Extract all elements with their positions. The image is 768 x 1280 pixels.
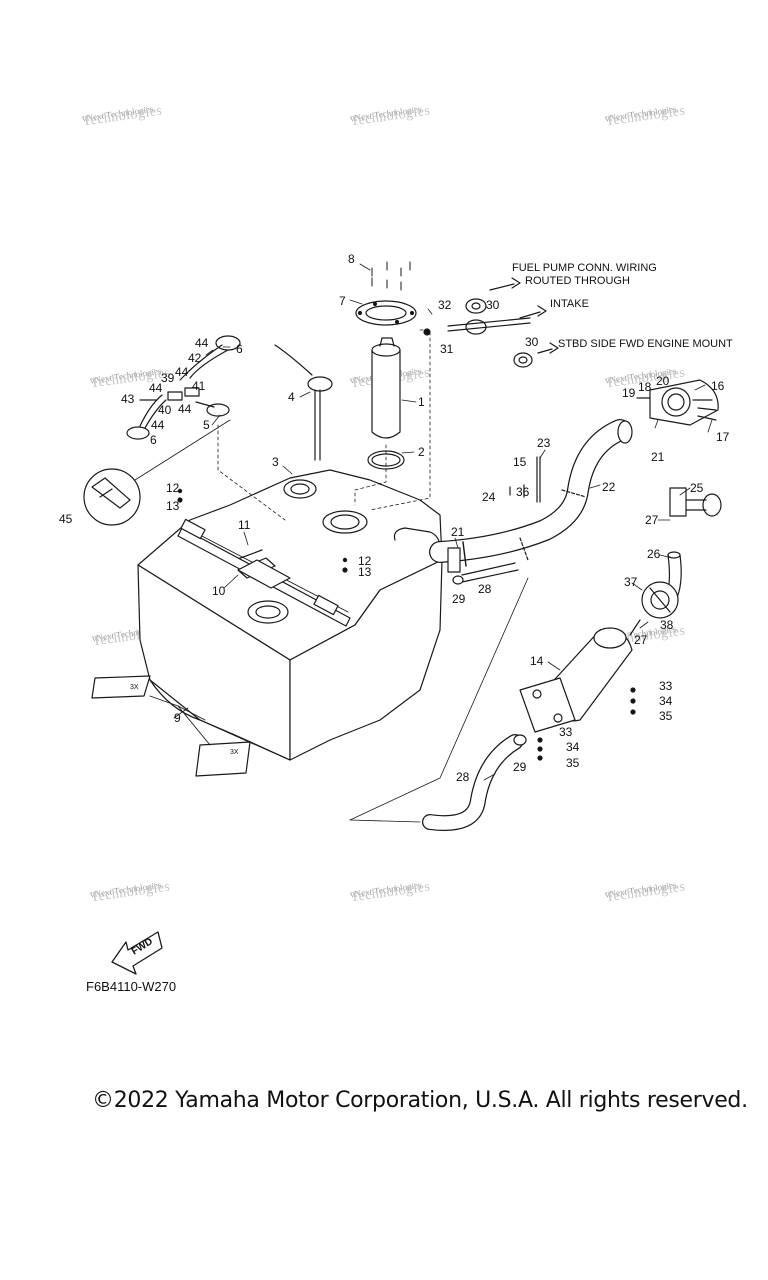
callout-40: 40 [158, 403, 172, 417]
leader-lines [173, 263, 713, 781]
clamp-and-hose [447, 547, 519, 585]
tank-straps [177, 518, 351, 627]
fuel-sender [274, 344, 333, 461]
pad-multiplier: 3X [230, 749, 239, 756]
callout-37: 37 [624, 575, 638, 589]
dashed-leaders [217, 329, 431, 521]
note-wiring: FUEL PUMP CONN. WIRING [512, 262, 657, 274]
callout-28: 28 [478, 582, 492, 596]
callout-32: 32 [438, 298, 452, 312]
callout-9: 9 [174, 711, 181, 725]
callout-5: 5 [203, 418, 210, 432]
callout-27: 27 [634, 633, 648, 647]
callout-15: 15 [513, 455, 527, 469]
callout-44: 44 [195, 336, 209, 350]
note-intake: INTAKE [550, 298, 589, 310]
callout-1: 1 [418, 395, 425, 409]
callout-28: 28 [456, 770, 470, 784]
copyright-notice: ©2022 Yamaha Motor Corporation, U.S.A. A… [92, 1088, 748, 1113]
callout-16: 16 [711, 379, 725, 393]
callout-45: 45 [59, 512, 73, 526]
callout-43: 43 [121, 392, 135, 406]
callout-26: 26 [647, 547, 661, 561]
bolts [177, 328, 636, 761]
callout-30: 30 [486, 298, 500, 312]
callout-13: 13 [166, 499, 180, 513]
callout-41: 41 [192, 379, 206, 393]
callout-39: 39 [161, 371, 175, 385]
callout-4: 4 [288, 390, 295, 404]
vent-assembly [126, 335, 241, 440]
callout-35: 35 [659, 709, 673, 723]
callout-42: 42 [188, 351, 202, 365]
callout-23: 23 [537, 436, 551, 450]
lower-hose [349, 577, 529, 831]
callout-14: 14 [530, 654, 544, 668]
pad-multiplier: 3X [130, 684, 139, 691]
callout-6: 6 [236, 342, 243, 356]
callout-22: 22 [602, 480, 616, 494]
callout-44: 44 [175, 365, 189, 379]
fuel-pump [355, 261, 417, 470]
callout-33: 33 [659, 679, 673, 693]
filter-canister [519, 627, 633, 733]
callout-2: 2 [418, 445, 425, 459]
callout-30: 30 [525, 335, 539, 349]
grommets [447, 277, 559, 368]
callout-12: 12 [358, 554, 372, 568]
callout-7: 7 [339, 294, 346, 308]
callout-29: 29 [452, 592, 466, 606]
callout-44: 44 [178, 402, 192, 416]
fwd-arrow: FWD [111, 931, 163, 975]
fuel-tank [137, 469, 443, 761]
callout-10: 10 [212, 584, 226, 598]
note-wiring-2: ROUTED THROUGH [525, 275, 630, 287]
callout-34: 34 [659, 694, 673, 708]
callout-25: 25 [690, 481, 704, 495]
callout-21: 21 [451, 525, 465, 539]
callout-35: 35 [566, 756, 580, 770]
callout-3: 3 [272, 455, 279, 469]
callout-19: 19 [622, 386, 636, 400]
filler-cap [636, 379, 719, 426]
callout-38: 38 [660, 618, 674, 632]
callout-11: 11 [238, 518, 251, 532]
callout-36: 36 [516, 485, 530, 499]
callout-20: 20 [656, 374, 670, 388]
vent-stick [509, 456, 541, 503]
callout-33: 33 [559, 725, 573, 739]
callout-31: 31 [440, 342, 454, 356]
callout-6: 6 [150, 433, 157, 447]
filler-hose [429, 419, 633, 567]
callout-8: 8 [348, 252, 355, 266]
callout-44: 44 [149, 381, 163, 395]
callout-29: 29 [513, 760, 527, 774]
callout-21: 21 [651, 450, 665, 464]
diagram-code: F6B4110-W270 [86, 979, 177, 994]
detail-45 [83, 419, 231, 526]
callout-44: 44 [151, 418, 165, 432]
callout-13: 13 [358, 565, 372, 579]
callout-12: 12 [166, 481, 180, 495]
callout-24: 24 [482, 490, 496, 504]
callout-27: 27 [645, 513, 659, 527]
note-engine-mount: STBD SIDE FWD ENGINE MOUNT [558, 338, 733, 350]
callout-34: 34 [566, 740, 580, 754]
callout-17: 17 [716, 430, 730, 444]
callout-18: 18 [638, 380, 652, 394]
pads: 3X 3X [91, 675, 251, 777]
water-separator-parts [629, 487, 722, 636]
